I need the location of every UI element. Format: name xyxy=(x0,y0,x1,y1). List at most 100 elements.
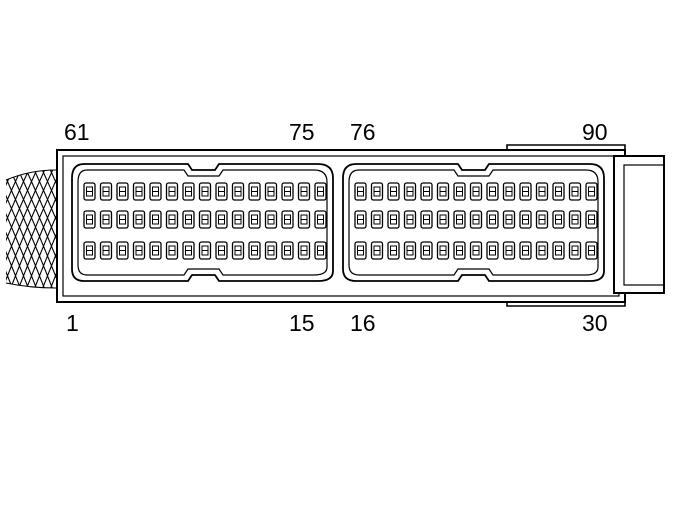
pin-cavity xyxy=(568,210,582,229)
pin-label-90: 90 xyxy=(582,119,608,145)
pin-cavity xyxy=(182,210,195,229)
pin-cavity xyxy=(585,241,598,260)
pin-cavity xyxy=(519,241,532,260)
pin-cavity xyxy=(231,241,245,260)
pin-cavity xyxy=(403,182,417,201)
pin-cavity xyxy=(314,210,327,229)
pin-cavity xyxy=(231,210,245,229)
right-pin-grid xyxy=(354,182,598,260)
pin-cavity xyxy=(215,210,228,229)
pin-cavity xyxy=(370,182,384,201)
pin-cavity xyxy=(231,182,245,201)
pin-cavity xyxy=(198,182,212,201)
pin-cavity xyxy=(436,182,450,201)
pin-label-15: 15 xyxy=(289,310,315,336)
pin-cavity xyxy=(132,241,146,260)
pin-cavity xyxy=(552,210,565,229)
pin-cavity xyxy=(297,182,311,201)
pin-cavity xyxy=(370,210,384,229)
pin-cavity xyxy=(453,182,466,201)
pin-cavity xyxy=(519,182,532,201)
pin-cavity xyxy=(420,241,433,260)
pin-cavity xyxy=(387,241,400,260)
pin-label-61: 61 xyxy=(64,119,90,145)
pin-cavity xyxy=(469,182,483,201)
pin-cavity xyxy=(387,182,400,201)
pin-cavity xyxy=(83,182,96,201)
pin-cavity xyxy=(149,182,162,201)
pin-cavity xyxy=(116,210,129,229)
pin-cavity xyxy=(535,182,549,201)
pin-cavity xyxy=(552,182,565,201)
wire-harness xyxy=(5,169,57,289)
pin-cavity xyxy=(281,182,294,201)
pin-cavity xyxy=(281,241,294,260)
pin-cavity xyxy=(436,210,450,229)
pin-cavity xyxy=(585,182,598,201)
pin-cavity xyxy=(370,241,384,260)
pin-label-16: 16 xyxy=(350,310,376,336)
pin-cavity xyxy=(486,182,499,201)
latch-tab-inner xyxy=(623,164,665,286)
pin-cavity xyxy=(297,210,311,229)
pin-cavity xyxy=(535,241,549,260)
left-pin-block xyxy=(71,163,334,282)
pin-cavity xyxy=(149,241,162,260)
pin-cavity xyxy=(165,182,179,201)
pin-cavity xyxy=(198,241,212,260)
pin-cavity xyxy=(83,241,96,260)
pin-cavity xyxy=(182,182,195,201)
pin-cavity xyxy=(486,241,499,260)
pin-cavity xyxy=(469,210,483,229)
pin-cavity xyxy=(149,210,162,229)
pin-cavity xyxy=(264,182,278,201)
pin-cavity xyxy=(354,241,367,260)
pin-cavity xyxy=(552,241,565,260)
pin-cavity xyxy=(83,210,96,229)
pin-cavity xyxy=(314,182,327,201)
pin-cavity xyxy=(281,210,294,229)
pin-cavity xyxy=(264,210,278,229)
pin-cavity xyxy=(116,182,129,201)
pin-cavity xyxy=(215,182,228,201)
pin-label-1: 1 xyxy=(66,310,79,336)
pin-cavity xyxy=(568,241,582,260)
pin-cavity xyxy=(585,210,598,229)
pin-cavity xyxy=(264,241,278,260)
pin-cavity xyxy=(486,210,499,229)
pin-cavity xyxy=(248,182,261,201)
pin-cavity xyxy=(248,210,261,229)
pin-cavity xyxy=(469,241,483,260)
pin-cavity xyxy=(297,241,311,260)
pin-cavity xyxy=(354,182,367,201)
pin-cavity xyxy=(314,241,327,260)
pin-cavity xyxy=(502,210,516,229)
left-pin-grid xyxy=(83,182,327,260)
pin-cavity xyxy=(132,182,146,201)
pin-cavity xyxy=(453,241,466,260)
pin-cavity xyxy=(248,241,261,260)
pin-cavity xyxy=(116,241,129,260)
pin-cavity xyxy=(502,241,516,260)
pin-cavity xyxy=(502,182,516,201)
pin-cavity xyxy=(182,241,195,260)
pin-cavity xyxy=(387,210,400,229)
pin-cavity xyxy=(165,241,179,260)
pin-cavity xyxy=(165,210,179,229)
pin-cavity xyxy=(420,182,433,201)
pin-cavity xyxy=(215,241,228,260)
pin-label-75: 75 xyxy=(289,119,315,145)
pin-cavity xyxy=(453,210,466,229)
pin-cavity xyxy=(132,210,146,229)
pin-cavity xyxy=(354,210,367,229)
pin-label-30: 30 xyxy=(582,310,608,336)
pin-cavity xyxy=(420,210,433,229)
right-pin-block xyxy=(342,163,605,282)
pin-cavity xyxy=(535,210,549,229)
pin-cavity xyxy=(99,210,113,229)
pin-cavity xyxy=(99,182,113,201)
pin-cavity xyxy=(99,241,113,260)
pin-cavity xyxy=(519,210,532,229)
pin-cavity xyxy=(568,182,582,201)
